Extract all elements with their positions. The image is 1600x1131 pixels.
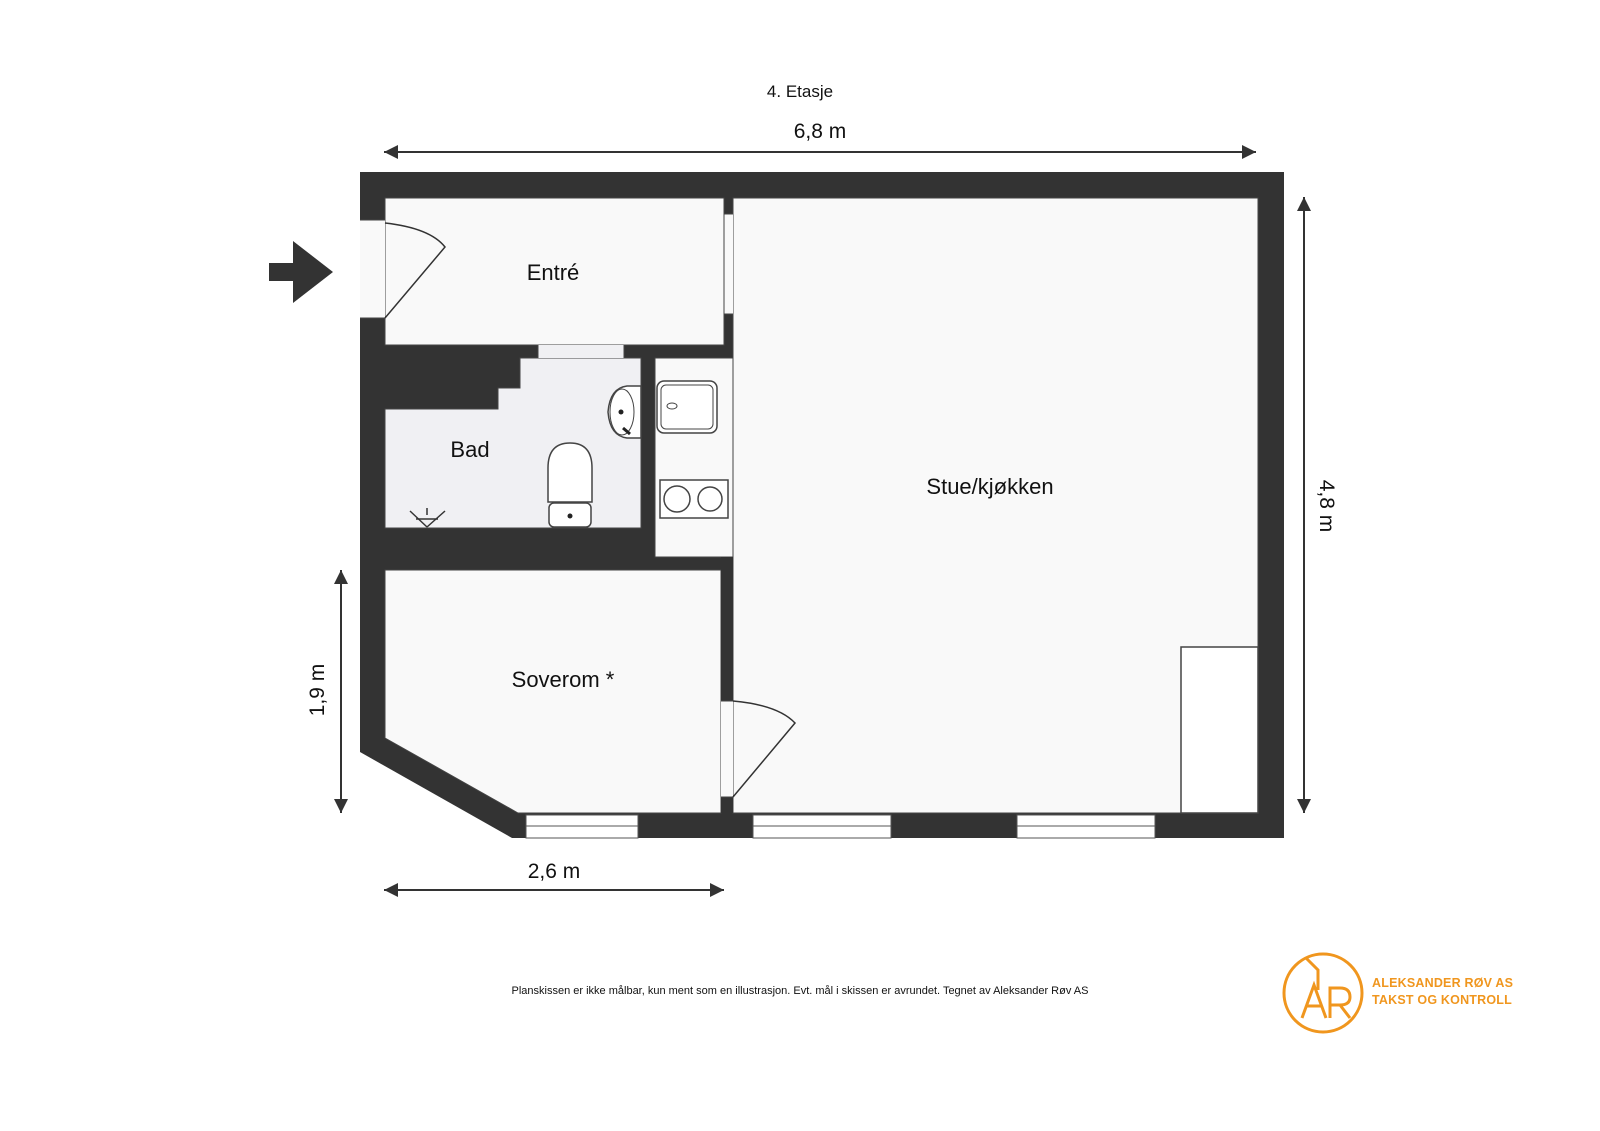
entrance-door-icon bbox=[384, 222, 446, 319]
toilet-icon bbox=[547, 442, 593, 528]
stove-icon bbox=[659, 479, 729, 519]
svg-text:2,6 m: 2,6 m bbox=[528, 860, 581, 883]
opening-entre-stue bbox=[724, 214, 733, 314]
company-name-line2: TAKST OG KONTROLL bbox=[1372, 993, 1512, 1007]
room-entre bbox=[384, 197, 725, 346]
svg-text:6,8 m: 6,8 m bbox=[794, 120, 847, 143]
closet bbox=[1180, 646, 1259, 814]
kitchen-sink-icon bbox=[656, 380, 718, 434]
room-soverom bbox=[384, 569, 722, 814]
dimension-right: 4,8 m bbox=[1297, 197, 1338, 813]
company-logo bbox=[1282, 952, 1364, 1034]
svg-text:4,8 m: 4,8 m bbox=[1315, 480, 1338, 533]
dimension-top: 6,8 m bbox=[384, 120, 1256, 159]
company-name-line1: ALEKSANDER RØV AS bbox=[1372, 976, 1514, 990]
partition-soverom bbox=[721, 557, 733, 701]
room-label-soverom: Soverom * bbox=[512, 667, 615, 692]
windows bbox=[525, 814, 1156, 839]
disclaimer-text: Planskissen er ikke målbar, kun ment som… bbox=[511, 985, 1089, 997]
soverom-door-icon bbox=[732, 700, 797, 798]
dimension-left: 1,9 m bbox=[306, 570, 348, 813]
opening-bad bbox=[538, 345, 624, 358]
entrance-opening bbox=[360, 220, 385, 318]
room-label-stue-kjokken: Stue/kjøkken bbox=[926, 474, 1053, 499]
company-name: ALEKSANDER RØV AS TAKST OG KONTROLL bbox=[1372, 975, 1513, 1009]
room-stue-kjokken bbox=[732, 197, 1259, 814]
room-label-bad: Bad bbox=[450, 437, 489, 462]
floor-drain-icon bbox=[409, 508, 446, 528]
bathroom-sink-icon bbox=[607, 385, 642, 439]
floor-title: 4. Etasje bbox=[767, 82, 833, 101]
room-label-entre: Entré bbox=[527, 260, 580, 285]
svg-text:1,9 m: 1,9 m bbox=[306, 664, 329, 717]
entrance-arrow-icon bbox=[269, 241, 333, 303]
dimension-bottom: 2,6 m bbox=[384, 860, 724, 897]
